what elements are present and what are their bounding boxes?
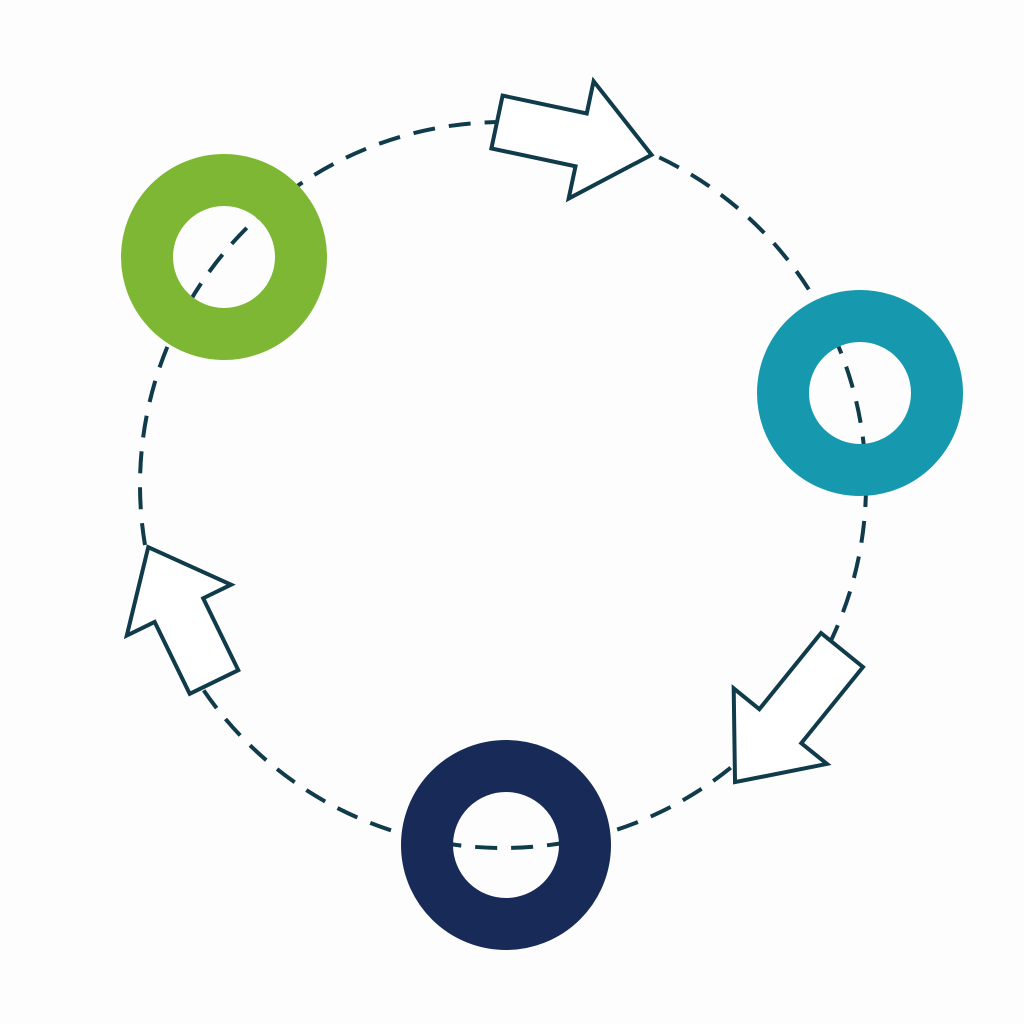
green-ring [121, 154, 327, 360]
arrow-top-icon [489, 76, 655, 203]
arrow-left-icon [123, 544, 241, 697]
arrow-bottom-right-icon [731, 630, 866, 785]
teal-ring [757, 290, 963, 496]
navy-ring [401, 740, 611, 950]
